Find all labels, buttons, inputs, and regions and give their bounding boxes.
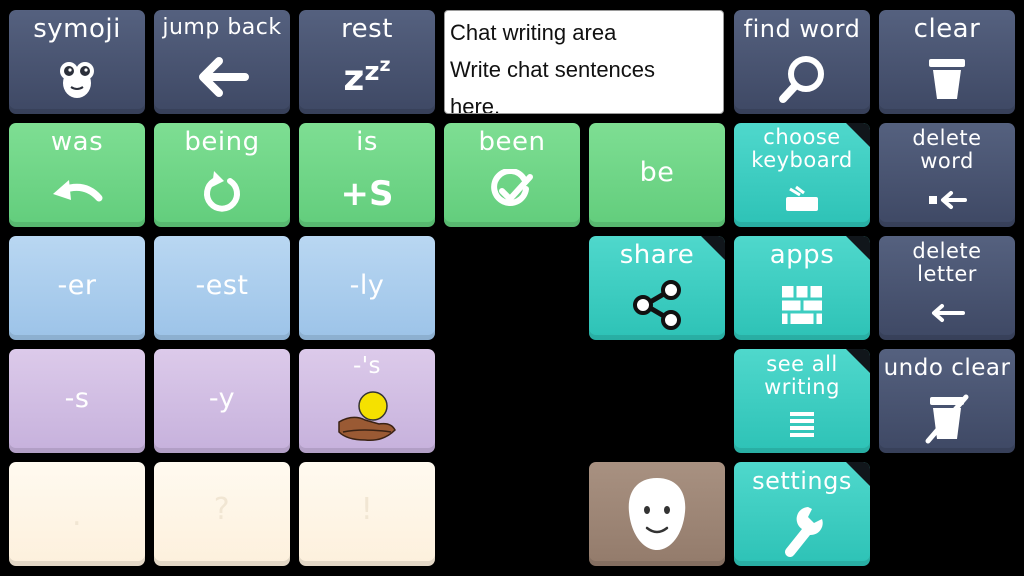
see-all-writing-label-2: writing	[764, 375, 840, 399]
see-all-writing-button[interactable]: see all writing	[734, 349, 870, 453]
undo-clear-label: undo clear	[883, 355, 1011, 381]
y-suffix-label: -y	[208, 383, 236, 414]
s-suffix-label: -s	[64, 383, 90, 414]
delete-letter-label-1: delete	[912, 239, 982, 263]
curved-arrow-icon	[9, 156, 145, 227]
apps-button[interactable]: apps	[734, 236, 870, 340]
s-suffix-button[interactable]: -s	[9, 349, 145, 453]
jump-back-label: jump back	[162, 15, 282, 40]
exclamation-label: !	[360, 492, 374, 527]
find-word-label: find word	[743, 15, 861, 43]
choose-keyboard-label-2: keyboard	[751, 148, 853, 172]
share-button[interactable]: share	[589, 236, 725, 340]
check-circle-icon	[444, 156, 580, 227]
apostrophe-s-button[interactable]: -'s	[299, 349, 435, 453]
exclamation-button[interactable]: !	[299, 462, 435, 566]
chat-line-2: Write chat sentences	[450, 57, 656, 82]
owl-icon	[9, 43, 145, 114]
choose-keyboard-button[interactable]: choose keyboard	[734, 123, 870, 227]
est-button[interactable]: -est	[154, 236, 290, 340]
delete-letter-label-2: letter	[917, 262, 977, 286]
question-mark-button[interactable]: ?	[154, 462, 290, 566]
magnifier-icon	[734, 43, 870, 114]
delete-word-button[interactable]: delete word	[879, 123, 1015, 227]
keyboard-icon	[734, 172, 870, 227]
face-button[interactable]	[589, 462, 725, 566]
settings-button[interactable]: settings	[734, 462, 870, 566]
apostrophe-s-label: -'s	[352, 353, 382, 379]
was-label: was	[50, 127, 104, 157]
be-label: be	[639, 157, 675, 188]
question-mark-label: ?	[213, 492, 231, 527]
chat-writing-area[interactable]: Chat writing area Write chat sentences h…	[444, 10, 724, 114]
clear-label: clear	[913, 14, 981, 44]
document-lines-icon	[734, 399, 870, 453]
er-label: -er	[57, 270, 97, 301]
being-label: being	[184, 127, 260, 157]
been-label: been	[478, 127, 546, 157]
er-button[interactable]: -er	[9, 236, 145, 340]
delete-letter-button[interactable]: delete letter	[879, 236, 1015, 340]
rest-z1: z	[343, 58, 365, 99]
circular-arrow-icon	[154, 156, 290, 227]
period-label: .	[71, 498, 83, 533]
see-all-writing-label-1: see all	[766, 352, 838, 376]
chat-line-1: Chat writing area	[450, 20, 617, 45]
is-plus-s-symbol: +S	[340, 173, 394, 214]
rest-z2: z	[364, 56, 380, 87]
ly-button[interactable]: -ly	[299, 236, 435, 340]
trash-icon	[879, 43, 1015, 114]
chat-line-3: here.	[450, 94, 501, 114]
share-label: share	[619, 240, 695, 270]
clear-button[interactable]: clear	[879, 10, 1015, 114]
find-word-button[interactable]: find word	[734, 10, 870, 114]
symoji-label: symoji	[33, 14, 121, 44]
arrow-left-small-icon	[879, 286, 1015, 340]
hands-holding-ball-icon	[299, 380, 435, 453]
been-button[interactable]: been	[444, 123, 580, 227]
share-icon	[589, 269, 725, 340]
delete-word-label-2: word	[920, 149, 974, 173]
rest-label: rest	[341, 14, 393, 44]
face-mask-icon	[589, 462, 725, 566]
is-button[interactable]: is +S	[299, 123, 435, 227]
est-label: -est	[195, 270, 249, 301]
choose-keyboard-label-1: choose	[763, 125, 841, 149]
undo-clear-button[interactable]: undo clear	[879, 349, 1015, 453]
y-suffix-button[interactable]: -y	[154, 349, 290, 453]
wrench-icon	[734, 495, 870, 566]
rest-z3: z	[379, 53, 391, 76]
trash-crossed-icon	[879, 382, 1015, 453]
delete-arrow-icon	[879, 173, 1015, 227]
was-button[interactable]: was	[9, 123, 145, 227]
grid-icon	[734, 269, 870, 340]
arrow-left-icon	[154, 39, 290, 114]
delete-word-label-1: delete	[912, 126, 982, 150]
settings-label: settings	[752, 467, 852, 495]
ly-label: -ly	[349, 270, 385, 301]
be-button[interactable]: be	[589, 123, 725, 227]
period-button[interactable]: .	[9, 462, 145, 566]
jump-back-button[interactable]: jump back	[154, 10, 290, 114]
is-label: is	[356, 127, 378, 157]
apps-label: apps	[769, 240, 835, 270]
symoji-button[interactable]: symoji	[9, 10, 145, 114]
being-button[interactable]: being	[154, 123, 290, 227]
